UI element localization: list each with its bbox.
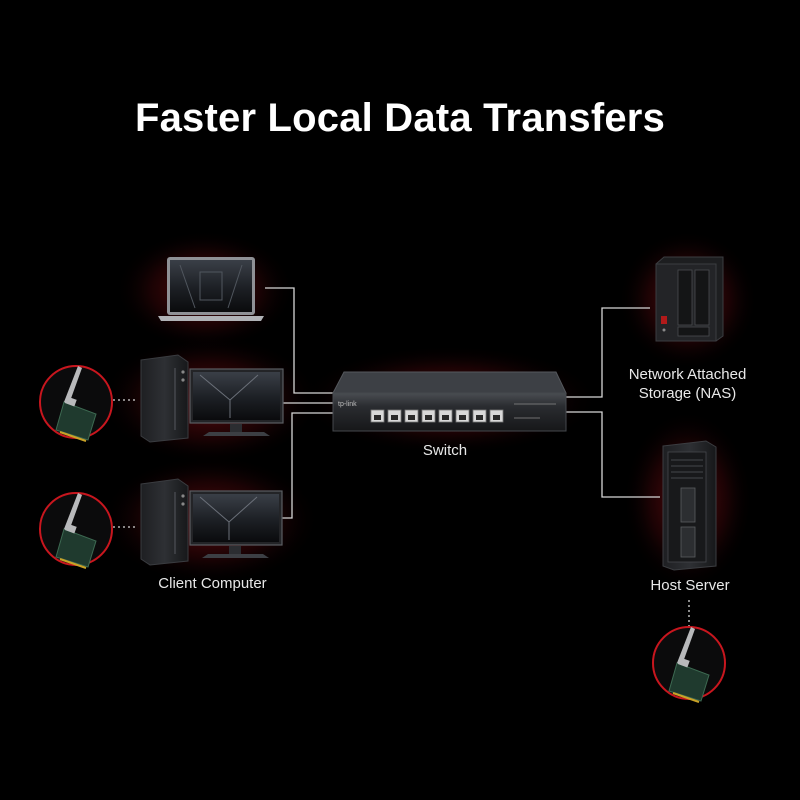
desktop-tower-icon — [140, 478, 189, 566]
nas-icon — [655, 256, 724, 342]
nas-label-line2: Storage (NAS) — [638, 385, 737, 402]
network-adapter-card-icon — [39, 365, 113, 442]
nas-connector — [565, 307, 650, 398]
nas-label: Network Attached Storage (NAS) — [600, 365, 775, 403]
monitor-icon — [189, 490, 283, 558]
laptop-icon — [158, 257, 264, 321]
host-server-label: Host Server — [650, 577, 730, 594]
server-tower-icon — [662, 440, 717, 571]
nas-label-line1: Network Attached — [628, 366, 747, 383]
laptop-connector — [265, 287, 333, 394]
switch-brand-logo: tp-link — [338, 401, 357, 408]
connector-lines — [113, 287, 690, 632]
desktop-tower-icon — [140, 354, 189, 443]
client2-connector — [282, 412, 333, 519]
page-title: Faster Local Data Transfers — [134, 96, 666, 140]
network-adapter-card-icon — [652, 626, 726, 703]
client-computer-label: Client Computer — [158, 575, 267, 592]
monitor-icon — [189, 368, 284, 436]
switch-label: Switch — [422, 442, 468, 459]
network-switch-icon: tp-link — [332, 371, 567, 432]
server-connector — [565, 411, 660, 498]
network-adapter-card-icon — [39, 492, 113, 569]
